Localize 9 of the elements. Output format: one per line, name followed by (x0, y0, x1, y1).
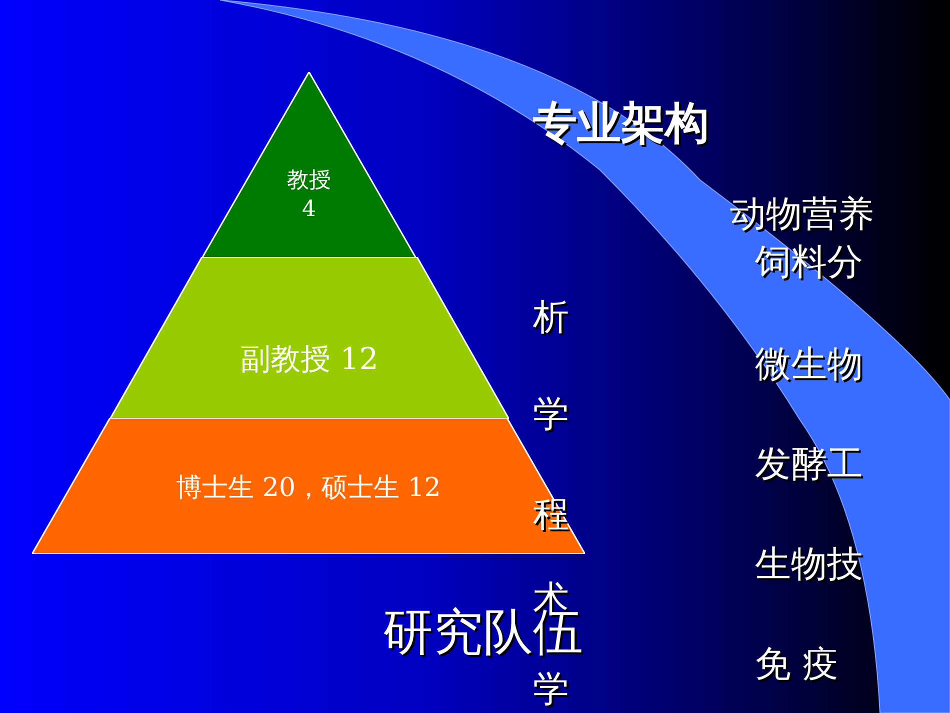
list-item: 学 (533, 395, 569, 435)
list-item: 生物技 (755, 545, 863, 585)
band-label: 教授 4 (286, 167, 332, 224)
list-item: 析 (533, 298, 569, 338)
list-item: 免 疫 (755, 645, 838, 685)
list-item: 发酵工 (755, 445, 863, 485)
band-label: 副教授 12 (240, 341, 380, 379)
list-item: 学 (533, 670, 569, 710)
band-label: 博士生 20，硕士生 12 (175, 472, 442, 505)
